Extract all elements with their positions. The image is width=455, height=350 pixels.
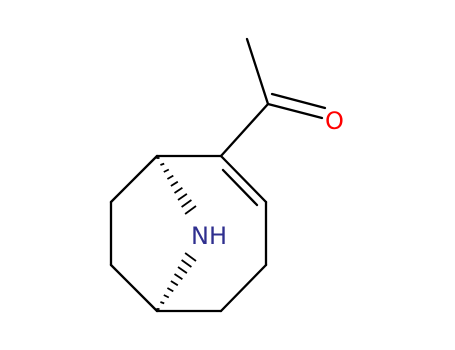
hashed-wedge-upper [156,157,197,215]
bond-carbonyl-oxygen-1 [266,102,324,120]
bond-carbonyl-ring [219,102,270,158]
bond-c2-c3-outer [219,154,268,204]
bond-methyl-carbonyl [245,37,270,106]
oxygen-label: O [325,107,344,135]
bond-c8-c1 [109,154,159,204]
bond-c4-c5 [219,263,268,313]
hashed-wedge-lower [156,252,197,310]
bond-c6-c7 [109,263,159,313]
nitrogen-label: NH [191,222,227,250]
bond-c2-c3-inner [221,168,259,207]
bond-carbonyl-oxygen-2 [270,92,327,110]
